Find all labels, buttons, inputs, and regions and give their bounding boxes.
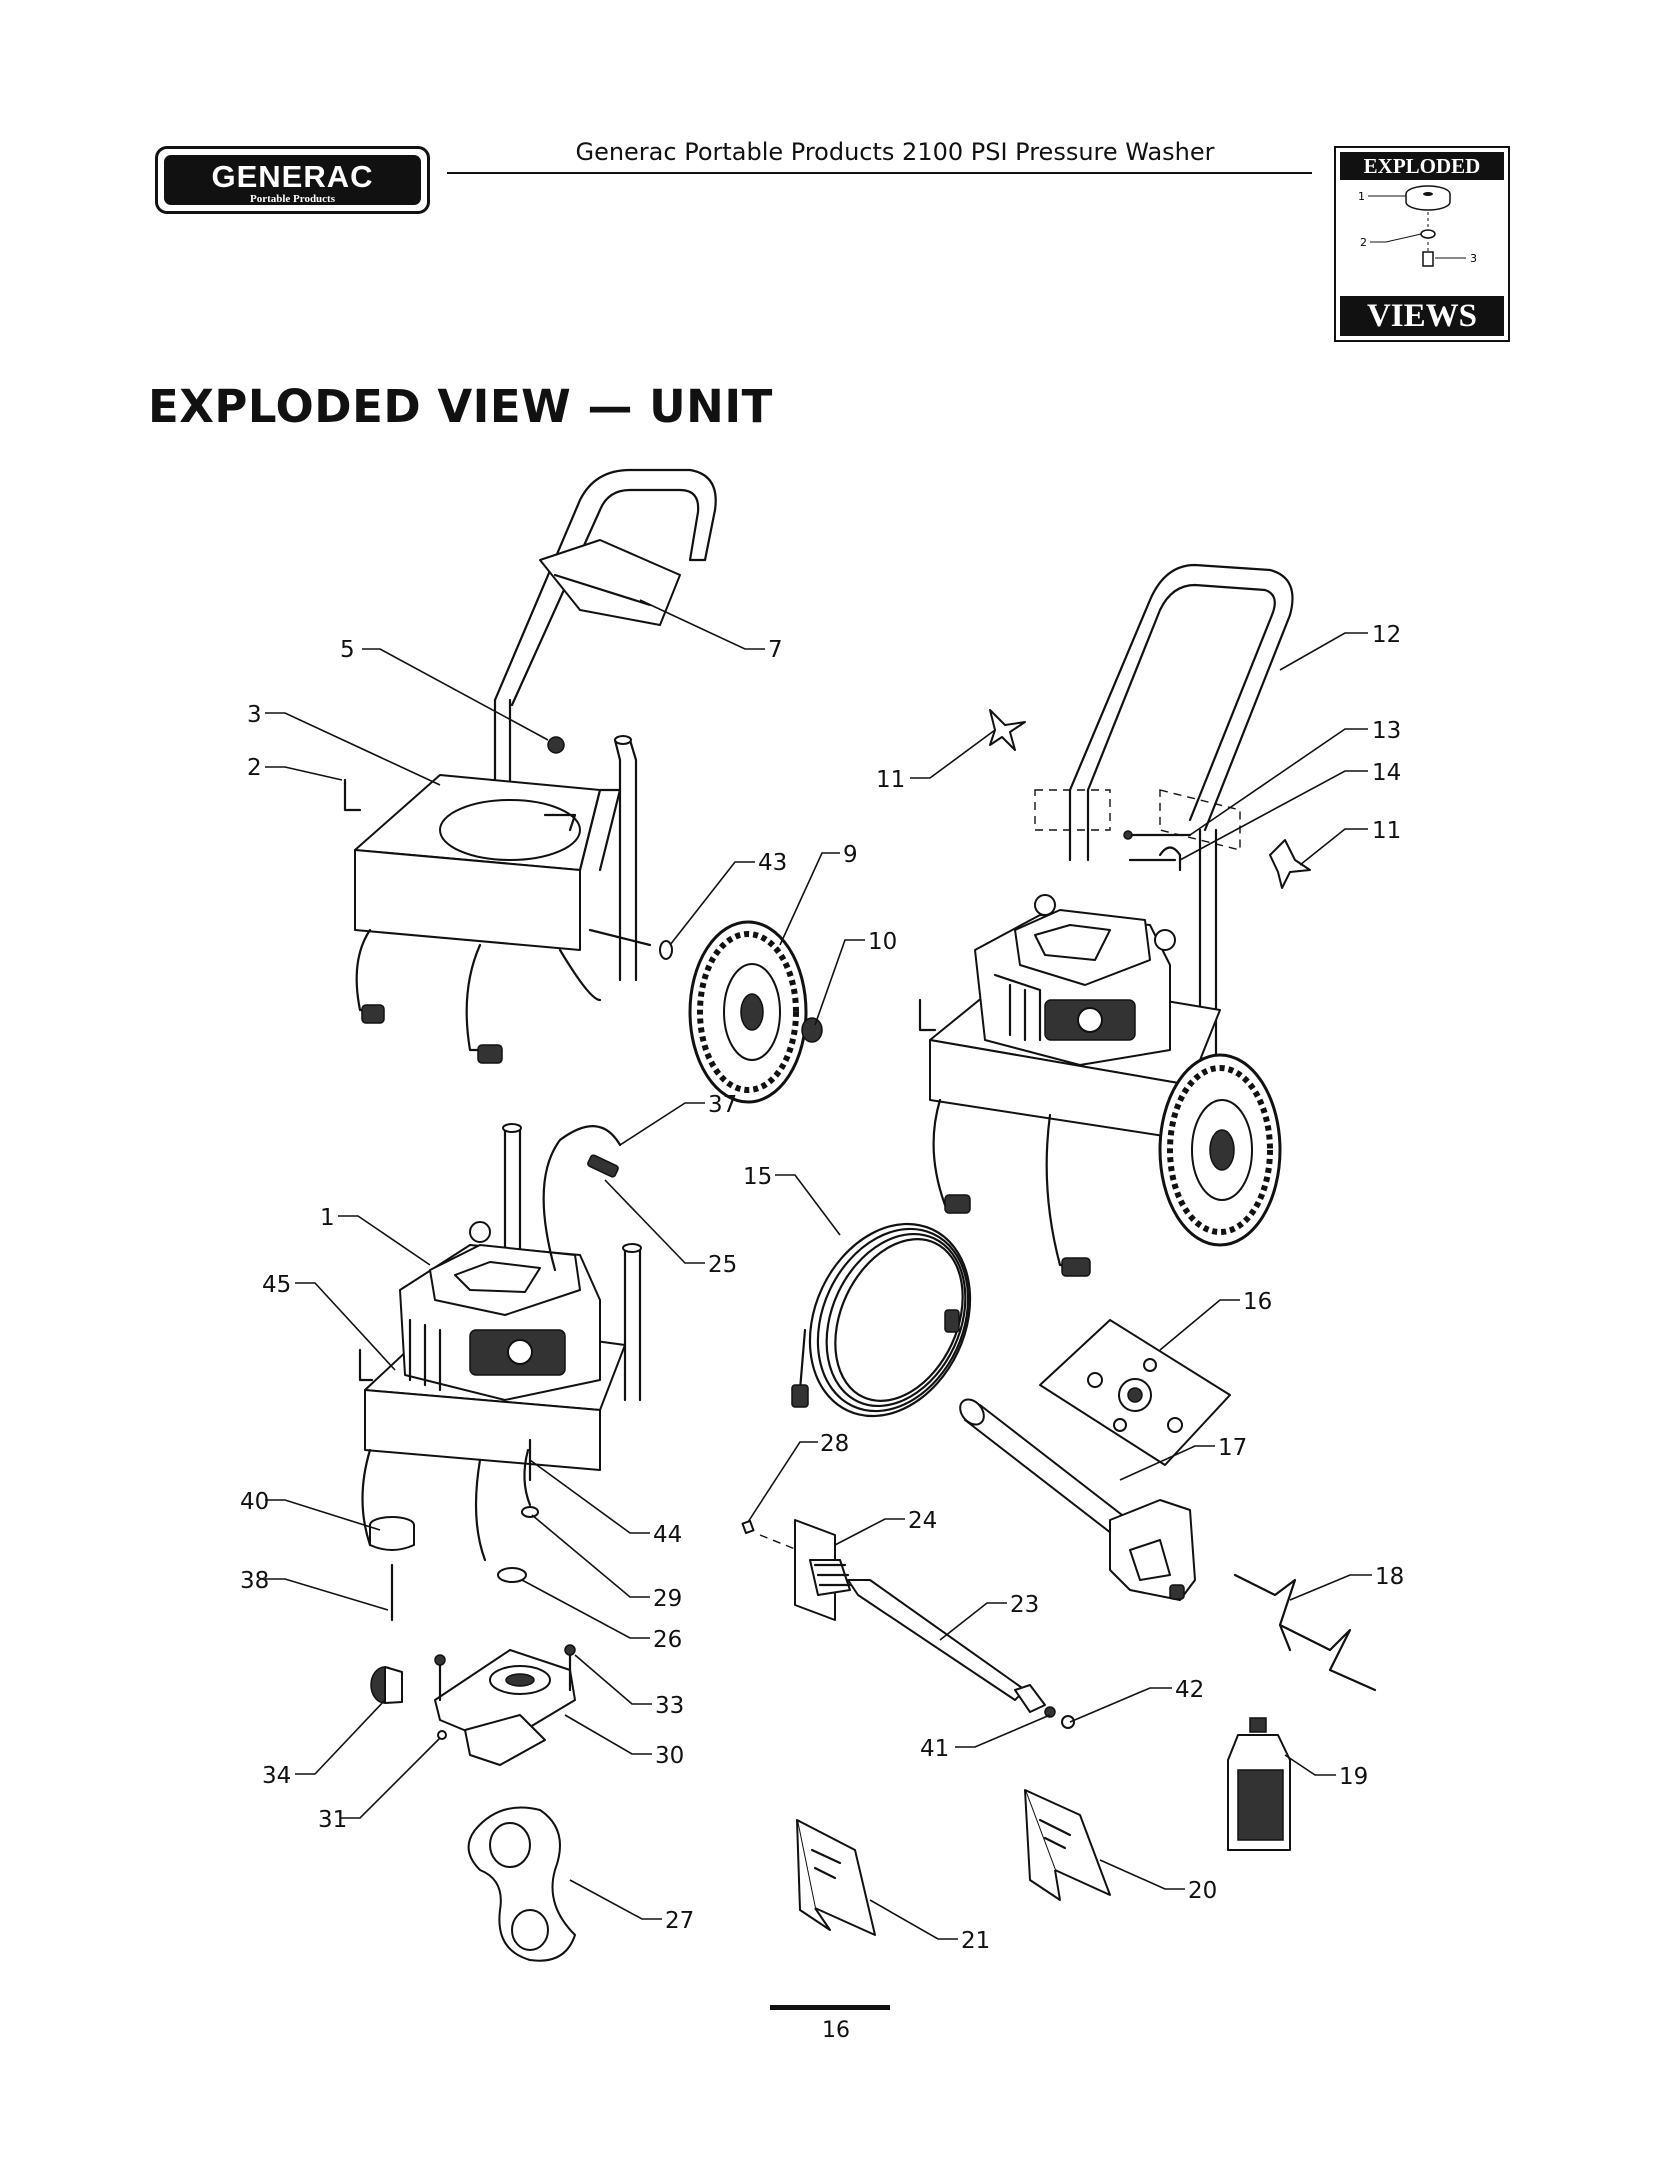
callout-14: 14 bbox=[1372, 760, 1401, 786]
spray-gun bbox=[959, 1398, 1196, 1601]
callout-21: 21 bbox=[961, 1928, 990, 1954]
callout-16: 16 bbox=[1243, 1289, 1272, 1315]
callout-40: 40 bbox=[240, 1489, 269, 1515]
page-number: 16 bbox=[822, 2018, 850, 2043]
callout-29: 29 bbox=[653, 1586, 682, 1612]
page-title: EXPLODED VIEW — UNIT bbox=[148, 380, 773, 433]
callout-labels: 5 7 3 2 9 43 10 12 13 14 11 11 37 15 1 2… bbox=[240, 622, 1404, 1954]
badge-mini-diagram: 1 2 3 bbox=[1358, 185, 1477, 267]
frame-assembly bbox=[343, 468, 717, 1064]
badge-top-text: EXPLODED bbox=[1340, 152, 1504, 180]
callout-5: 5 bbox=[340, 637, 355, 663]
generac-logo: GENERAC Portable Products bbox=[155, 146, 430, 214]
callout-9: 9 bbox=[843, 842, 858, 868]
part-44 bbox=[523, 1448, 532, 1507]
callout-38: 38 bbox=[240, 1568, 269, 1594]
callout-27: 27 bbox=[665, 1908, 694, 1934]
part-34 bbox=[370, 1666, 403, 1704]
unit-wheel bbox=[1158, 1053, 1282, 1247]
callout-42: 42 bbox=[1175, 1677, 1204, 1703]
footer-bar bbox=[770, 2005, 890, 2010]
callout-1: 1 bbox=[320, 1205, 335, 1231]
engine-deck-assembly bbox=[358, 1123, 642, 1562]
manual-21 bbox=[796, 1819, 876, 1936]
callout-23: 23 bbox=[1010, 1592, 1039, 1618]
leader-lines bbox=[265, 599, 1372, 1940]
callout-18: 18 bbox=[1375, 1564, 1404, 1590]
header-title: Generac Portable Products 2100 PSI Press… bbox=[575, 138, 1215, 166]
pump bbox=[434, 1644, 576, 1766]
callout-34: 34 bbox=[262, 1763, 291, 1789]
badge-label-1: 1 bbox=[1358, 190, 1365, 203]
callout-24: 24 bbox=[908, 1508, 937, 1534]
exploded-views-badge: EXPLODED 1 2 3 VIEWS bbox=[1334, 146, 1510, 342]
callout-44: 44 bbox=[653, 1522, 682, 1548]
header-rule bbox=[447, 172, 1312, 174]
callout-33: 33 bbox=[655, 1693, 684, 1719]
callout-17: 17 bbox=[1218, 1435, 1247, 1461]
badge-label-3: 3 bbox=[1470, 252, 1477, 265]
callout-25: 25 bbox=[708, 1252, 737, 1278]
callout-37: 37 bbox=[708, 1092, 737, 1118]
callout-31: 31 bbox=[318, 1807, 347, 1833]
callout-19: 19 bbox=[1339, 1764, 1368, 1790]
high-pressure-hose bbox=[791, 1222, 972, 1418]
part-28 bbox=[741, 1519, 755, 1535]
callout-11-right: 11 bbox=[1372, 818, 1401, 844]
part-40 bbox=[369, 1516, 415, 1551]
callout-28: 28 bbox=[820, 1431, 849, 1457]
badge-label-2: 2 bbox=[1360, 236, 1367, 249]
spray-wand bbox=[809, 1559, 1075, 1729]
callout-10: 10 bbox=[868, 929, 897, 955]
wheel bbox=[688, 920, 808, 1104]
wire-holder bbox=[1233, 1573, 1377, 1692]
callout-41: 41 bbox=[920, 1736, 949, 1762]
part-26 bbox=[497, 1567, 527, 1583]
callout-13: 13 bbox=[1372, 718, 1401, 744]
oil-bottle bbox=[1227, 1717, 1291, 1851]
callout-15: 15 bbox=[743, 1164, 772, 1190]
callout-43: 43 bbox=[758, 850, 787, 876]
safety-goggles bbox=[467, 1806, 576, 1962]
callout-45: 45 bbox=[262, 1272, 291, 1298]
callout-7: 7 bbox=[768, 637, 783, 663]
callout-26: 26 bbox=[653, 1627, 682, 1653]
callout-12: 12 bbox=[1372, 622, 1401, 648]
badge-bottom-text: VIEWS bbox=[1340, 296, 1504, 336]
manual-20 bbox=[1024, 1789, 1111, 1901]
callout-3: 3 bbox=[247, 702, 262, 728]
logo-brand: GENERAC bbox=[211, 159, 374, 194]
nozzle-holder bbox=[1039, 1319, 1231, 1466]
logo-subtitle: Portable Products bbox=[249, 193, 336, 205]
callout-20: 20 bbox=[1188, 1878, 1217, 1904]
callout-2: 2 bbox=[247, 755, 262, 781]
callout-30: 30 bbox=[655, 1743, 684, 1769]
callout-11-left: 11 bbox=[876, 767, 905, 793]
